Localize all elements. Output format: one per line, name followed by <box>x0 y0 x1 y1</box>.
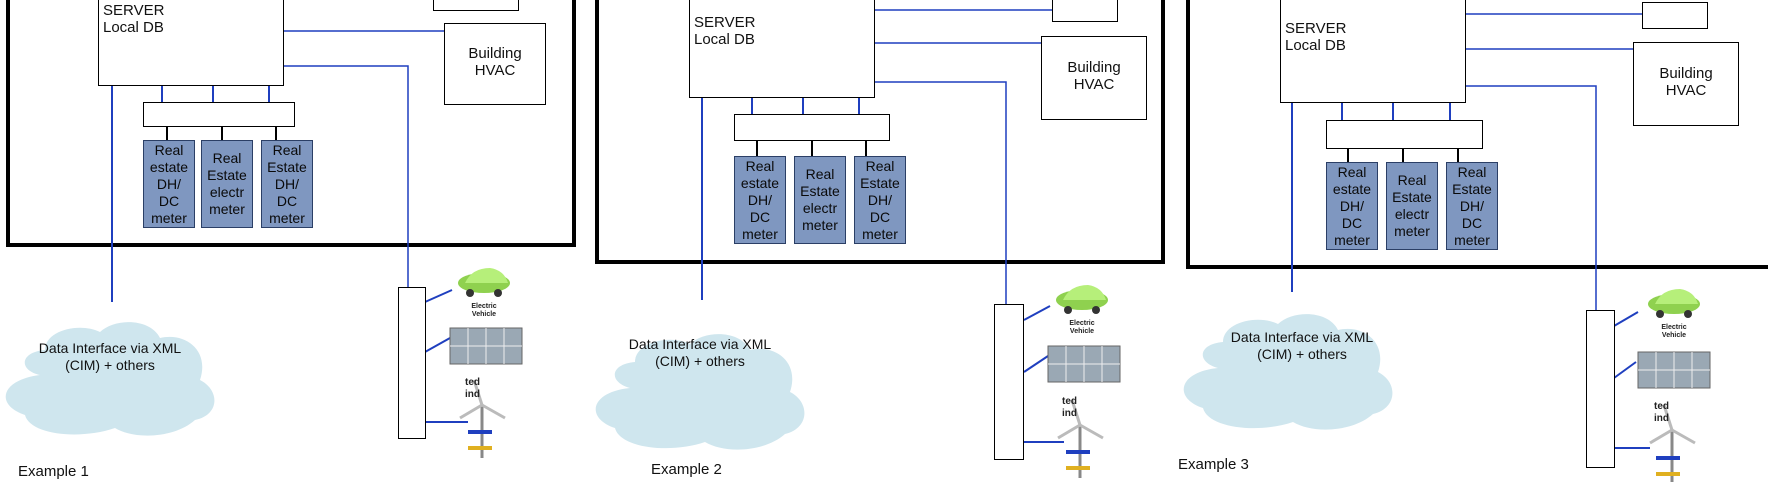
example-panel-3: SERVER Local DB Building HVAC Real estat… <box>1178 0 1768 499</box>
top-device-box <box>433 0 519 11</box>
wind-label: ted ind <box>465 377 480 400</box>
server-box <box>1280 0 1466 103</box>
building-frame <box>1186 0 1768 269</box>
wind-turbine-icon <box>459 379 506 458</box>
hvac-box <box>1633 42 1739 126</box>
server-label: SERVER Local DB <box>1285 20 1347 54</box>
example-label: Example 2 <box>651 461 722 478</box>
ev-label: Electric Vehicle <box>1069 320 1095 335</box>
meter-dh-dc-2: Real Estate DH/ DC meter <box>1446 162 1498 250</box>
server-label: SERVER Local DB <box>694 14 756 48</box>
connector-bar <box>1586 310 1615 468</box>
meter-dh-dc-2: Real Estate DH/ DC meter <box>854 156 906 244</box>
meter-dh-dc-1: Real estate DH/ DC meter <box>143 140 195 228</box>
bus-box <box>734 114 890 141</box>
solar-panel-icon <box>449 327 523 365</box>
hvac-box <box>444 23 546 105</box>
bus-box <box>1326 120 1483 149</box>
building-frame <box>595 0 1165 264</box>
server-box <box>98 0 284 86</box>
hvac-label: Building HVAC <box>1659 65 1713 99</box>
wires <box>1183 13 1711 482</box>
solar-panel-icon <box>1637 351 1711 389</box>
connector-bar <box>994 304 1024 460</box>
cloud-shape <box>5 322 215 436</box>
ev-icon <box>1056 285 1108 314</box>
bus-box <box>143 102 295 127</box>
top-device-box <box>1052 0 1118 22</box>
cloud-label: Data Interface via XML (CIM) + others <box>1230 329 1374 362</box>
hvac-label: Building HVAC <box>1067 59 1121 93</box>
ev-label: Electric Vehicle <box>1661 324 1687 339</box>
meter-dh-dc-2: Real Estate DH/ DC meter <box>261 140 313 228</box>
server-box <box>689 0 875 98</box>
hvac-box <box>1041 36 1147 120</box>
cloud-shape <box>595 334 805 450</box>
building-frame <box>6 0 576 247</box>
cloud-label: Data Interface via XML (CIM) + others <box>38 340 182 373</box>
example-label: Example 3 <box>1178 456 1249 473</box>
meter-dh-dc-1: Real estate DH/ DC meter <box>1326 162 1378 250</box>
wires <box>595 9 1121 478</box>
ev-icon <box>458 268 510 297</box>
solar-panel-icon <box>1047 345 1121 383</box>
cloud-shape <box>1183 314 1393 430</box>
example-panel-1: SERVER Local DB Building HVAC Real estat… <box>0 0 590 499</box>
wind-label: ted ind <box>1062 396 1077 419</box>
wind-turbine-icon <box>1057 399 1104 478</box>
ev-icon <box>1648 289 1700 318</box>
wires <box>5 30 523 458</box>
example-panel-2: SERVER Local DB Building HVAC Real estat… <box>590 0 1180 499</box>
wind-turbine-icon <box>1649 404 1696 482</box>
top-device-box <box>1642 2 1708 29</box>
meter-electricity: Real Estate electr meter <box>794 156 846 244</box>
meter-electricity: Real Estate electr meter <box>201 140 253 228</box>
wind-label: ted ind <box>1654 401 1669 424</box>
example-label: Example 1 <box>18 463 89 480</box>
cloud-label: Data Interface via XML (CIM) + others <box>628 336 772 369</box>
connector-bar <box>398 287 426 439</box>
meter-electricity: Real Estate electr meter <box>1386 162 1438 250</box>
hvac-label: Building HVAC <box>468 45 522 79</box>
meter-dh-dc-1: Real estate DH/ DC meter <box>734 156 786 244</box>
server-label: SERVER Local DB <box>103 2 165 36</box>
ev-label: Electric Vehicle <box>471 303 497 318</box>
